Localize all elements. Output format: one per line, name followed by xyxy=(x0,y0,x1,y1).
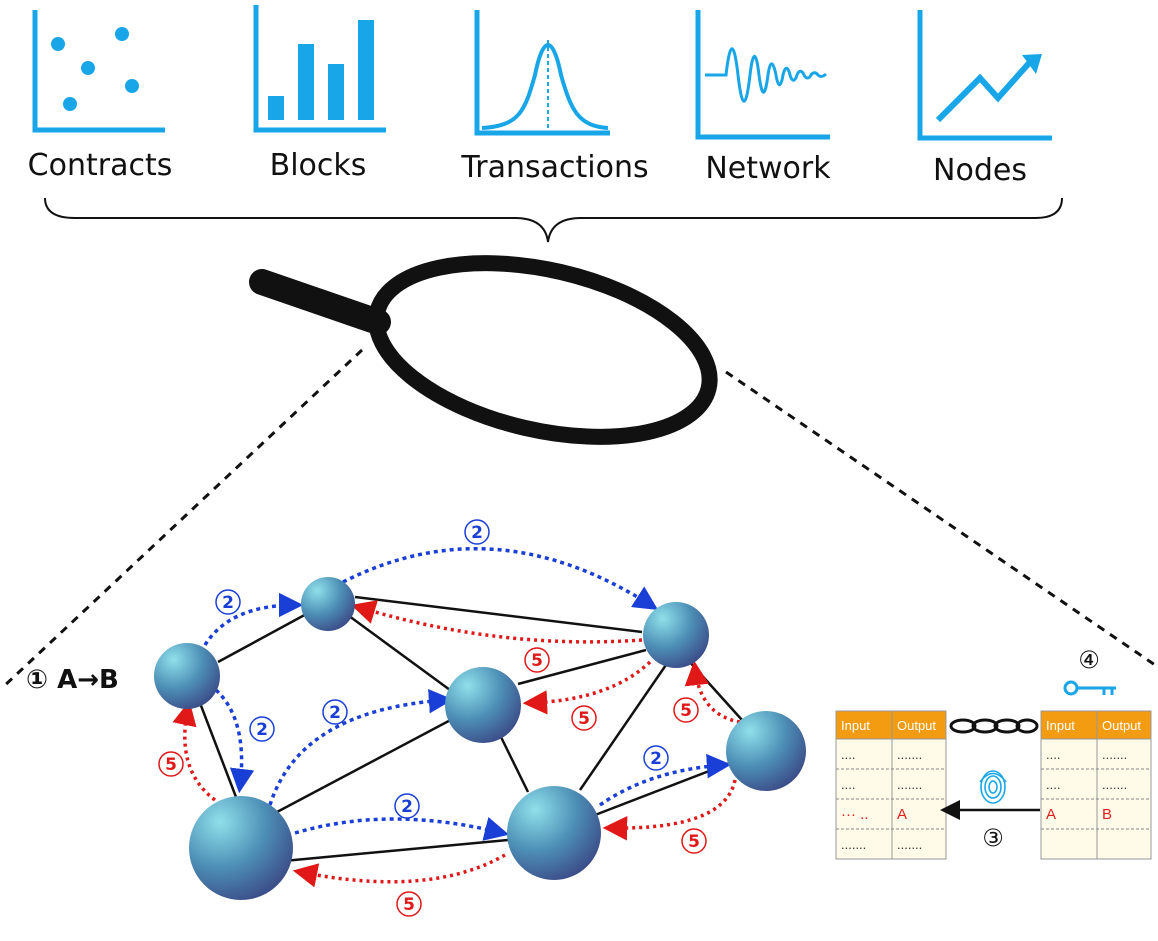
svg-text:5: 5 xyxy=(403,895,415,915)
fingerprint-icon xyxy=(979,770,1007,804)
table-header-cell: Input xyxy=(1046,718,1075,733)
grouping-brace xyxy=(44,197,1063,243)
scatter-chart-icon xyxy=(32,10,165,133)
svg-text:2: 2 xyxy=(329,703,341,723)
step5-marker: 5 xyxy=(571,705,597,731)
table-cell: ....... xyxy=(897,747,922,762)
bar-chart-icon xyxy=(253,5,386,133)
table-header-cell: Output xyxy=(1102,718,1141,733)
trend-arrow-icon xyxy=(917,10,1052,141)
broadcast-arrows xyxy=(203,546,732,841)
key-icon xyxy=(1063,680,1116,696)
step2-marker: 2 xyxy=(215,589,241,615)
step2-marker: 2 xyxy=(249,716,275,742)
damped-wave-icon xyxy=(695,10,830,140)
network-node xyxy=(507,786,601,880)
zoom-line-left xyxy=(0,348,364,690)
table-cell: ....... xyxy=(1102,777,1127,792)
zoom-line-right xyxy=(725,370,1158,669)
step5-marker: 5 xyxy=(396,891,422,917)
step5-markers: 5 5 5 5 5 5 xyxy=(158,647,707,917)
svg-text:2: 2 xyxy=(222,593,234,613)
network-node xyxy=(726,711,806,791)
bell-curve-icon xyxy=(474,10,610,136)
network-node xyxy=(189,796,293,900)
table-cell: .... xyxy=(841,747,855,762)
step4-marker: ④ xyxy=(1078,646,1100,674)
category-label-nodes: Nodes xyxy=(933,153,1027,188)
table-cell: ··· .. xyxy=(841,806,869,823)
chain-link-icon xyxy=(949,718,1039,734)
table-cell: ....... xyxy=(897,777,922,792)
step3-marker: ③ xyxy=(982,824,1004,852)
svg-text:2: 2 xyxy=(471,523,483,543)
step5-marker: 5 xyxy=(158,751,184,777)
svg-text:2: 2 xyxy=(256,720,268,740)
step2-marker: 2 xyxy=(464,519,490,545)
svg-text:2: 2 xyxy=(650,749,662,769)
svg-text:2: 2 xyxy=(401,797,413,817)
table-cell: .... xyxy=(1046,747,1060,762)
category-label-transactions: Transactions xyxy=(460,150,648,185)
svg-text:5: 5 xyxy=(688,832,700,852)
table-cell: B xyxy=(1102,806,1112,823)
svg-text:5: 5 xyxy=(165,755,177,775)
network-node xyxy=(445,667,521,743)
step5-marker: 5 xyxy=(681,828,707,854)
step5-marker: 5 xyxy=(673,697,699,723)
network-nodes xyxy=(154,577,806,900)
network-node xyxy=(643,602,709,668)
table-header-cell: Input xyxy=(841,718,870,733)
step2-marker: 2 xyxy=(643,745,669,771)
network-node xyxy=(301,577,355,631)
svg-text:5: 5 xyxy=(578,709,590,729)
table-cell: A xyxy=(1046,806,1056,823)
table-cell: ....... xyxy=(1102,747,1127,762)
network-node xyxy=(154,643,220,709)
ledger-table-left: Input Output...................... ··· .. A… xyxy=(835,710,947,860)
svg-text:5: 5 xyxy=(531,651,543,671)
confirmation-arrows xyxy=(172,600,741,888)
table-cell: .... xyxy=(1046,777,1060,792)
ledger-table-right: Input Output...................... A B xyxy=(1040,710,1152,860)
step1-label: ① A→B xyxy=(26,665,119,695)
step5-marker: 5 xyxy=(524,647,550,673)
table-cell: ....... xyxy=(897,837,922,852)
magnifying-glass-icon xyxy=(249,255,718,445)
category-label-network: Network xyxy=(705,151,831,186)
table-header-cell: Output xyxy=(897,718,936,733)
category-label-contracts: Contracts xyxy=(28,148,173,183)
step2-marker: 2 xyxy=(394,793,420,819)
category-label-blocks: Blocks xyxy=(270,148,367,183)
step2-markers: 2 2 2 2 2 2 xyxy=(215,519,669,819)
table-cell: .... xyxy=(841,777,855,792)
step2-marker: 2 xyxy=(322,699,348,725)
table-cell: A xyxy=(897,806,907,823)
network-edges xyxy=(198,595,743,864)
svg-text:5: 5 xyxy=(680,701,692,721)
table-cell: ....... xyxy=(841,837,866,852)
